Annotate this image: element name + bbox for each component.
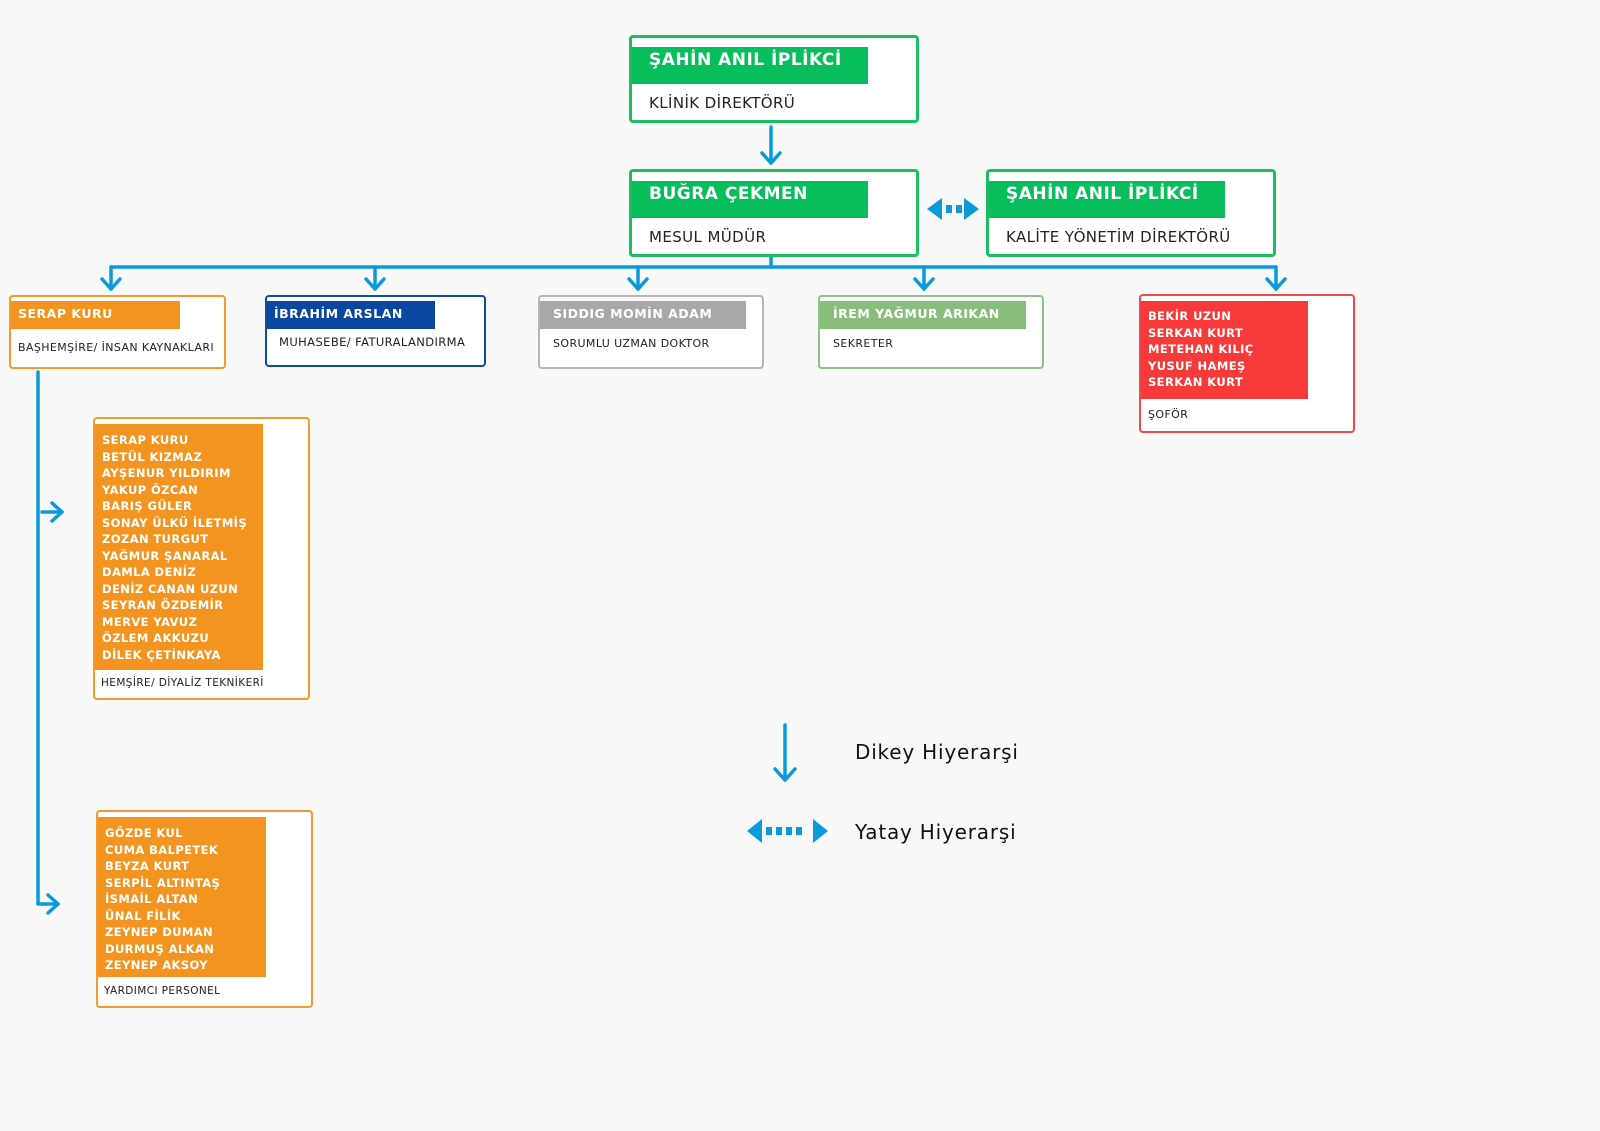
node-secretary: İREM YAĞMUR ARIKAN SEKRETER — [818, 295, 1044, 369]
accounting-role: MUHASEBE/ FATURALANDIRMA — [279, 335, 466, 349]
head-nurse-role: BAŞHEMŞİRE/ İNSAN KAYNAKLARI — [18, 341, 215, 354]
nurses-role: HEMŞİRE/ DİYALİZ TEKNİKERİ — [101, 677, 264, 689]
person-name: ÜNAL FİLİK — [105, 908, 181, 923]
node-specialist-doctor: SIDDIG MOMİN ADAM SORUMLU UZMAN DOKTOR — [538, 295, 764, 369]
person-name: ZEYNEP DUMAN — [105, 925, 214, 939]
specialist-doctor-role: SORUMLU UZMAN DOKTOR — [553, 337, 710, 350]
node-accounting: İBRAHİM ARSLAN MUHASEBE/ FATURALANDIRMA — [265, 295, 486, 367]
person-name: ZEYNEP AKSOY — [105, 958, 209, 972]
person-name: CUMA BALPETEK — [105, 842, 219, 857]
responsible-manager-name: BUĞRA ÇEKMEN — [632, 181, 868, 218]
clinic-director-name: ŞAHİN ANIL İPLİKCİ — [632, 47, 868, 84]
assistants-role: YARDIMCI PERSONEL — [104, 985, 221, 997]
person-name: DURMUŞ ALKAN — [105, 941, 215, 956]
accounting-name: İBRAHİM ARSLAN — [267, 301, 435, 329]
quality-director-role: KALİTE YÖNETİM DİREKTÖRÜ — [1006, 228, 1231, 246]
clinic-director-role: KLİNİK DİREKTÖRÜ — [649, 94, 796, 112]
assistants-name-list: GÖZDE KUL CUMA BALPETEK BEYZA KURT SERPİL A… — [98, 817, 266, 977]
person-name: YAĞMUR ŞANARAL — [102, 548, 228, 563]
person-name: AYŞENUR YILDIRIM — [102, 466, 231, 480]
person-name: DAMLA DENİZ — [102, 565, 197, 579]
person-name: BETÜL KIZMAZ — [102, 449, 203, 464]
person-name: YAKUP ÖZCAN — [102, 482, 199, 497]
node-head-nurse: SERAP KURU BAŞHEMŞİRE/ İNSAN KAYNAKLARI — [9, 295, 226, 369]
quality-director-name: ŞAHİN ANIL İPLİKCİ — [989, 181, 1225, 218]
legend-horizontal-label: Yatay Hiyerarşi — [855, 820, 1017, 844]
legend-vertical-label: Dikey Hiyerarşi — [855, 740, 1019, 764]
node-assistants: GÖZDE KUL CUMA BALPETEK BEYZA KURT SERPİL A… — [96, 810, 313, 1008]
drivers-role: ŞOFÖR — [1148, 408, 1189, 421]
person-name: GÖZDE KUL — [105, 826, 183, 840]
head-nurse-name: SERAP KURU — [11, 301, 180, 329]
person-name: SERAP KURU — [102, 433, 189, 447]
node-drivers: BEKİR UZUN SERKAN KURT METEHAN KILIÇ YUSUF … — [1139, 294, 1355, 433]
specialist-doctor-name: SIDDIG MOMİN ADAM — [540, 301, 746, 329]
person-name: BEKİR UZUN — [1148, 309, 1232, 323]
node-quality-director: ŞAHİN ANIL İPLİKCİ KALİTE YÖNETİM DİREKT… — [986, 169, 1276, 257]
node-nurses: SERAP KURU BETÜL KIZMAZ AYŞENUR YILDIRIM YA… — [93, 417, 310, 700]
person-name: İSMAİL ALTAN — [105, 892, 199, 906]
drivers-name-list: BEKİR UZUN SERKAN KURT METEHAN KILIÇ YUSUF … — [1141, 301, 1308, 399]
person-name: MERVE YAVUZ — [102, 614, 198, 629]
person-name: ZOZAN TURGUT — [102, 532, 209, 546]
person-name: BARIŞ GÜLER — [102, 499, 193, 513]
node-responsible-manager: BUĞRA ÇEKMEN MESUL MÜDÜR — [629, 169, 919, 257]
person-name: ÖZLEM AKKUZU — [102, 631, 210, 645]
person-name: DENİZ CANAN UZUN — [102, 581, 239, 596]
person-name: SONAY ÜLKÜ İLETMİŞ — [102, 515, 248, 530]
person-name: BEYZA KURT — [105, 859, 190, 873]
responsible-manager-role: MESUL MÜDÜR — [649, 228, 767, 246]
person-name: SERKAN KURT — [1148, 375, 1244, 389]
node-clinic-director: ŞAHİN ANIL İPLİKCİ KLİNİK DİREKTÖRÜ — [629, 35, 919, 123]
person-name: YUSUF HAMEŞ — [1148, 358, 1246, 373]
nurses-name-list: SERAP KURU BETÜL KIZMAZ AYŞENUR YILDIRIM YA… — [95, 424, 263, 670]
person-name: SEYRAN ÖZDEMİR — [102, 598, 224, 612]
person-name: METEHAN KILIÇ — [1148, 342, 1254, 356]
secretary-name: İREM YAĞMUR ARIKAN — [820, 301, 1026, 329]
person-name: SERKAN KURT — [1148, 325, 1244, 340]
person-name: DİLEK ÇETİNKAYA — [102, 647, 221, 662]
secretary-role: SEKRETER — [833, 337, 894, 350]
person-name: SERPİL ALTINTAŞ — [105, 875, 221, 890]
